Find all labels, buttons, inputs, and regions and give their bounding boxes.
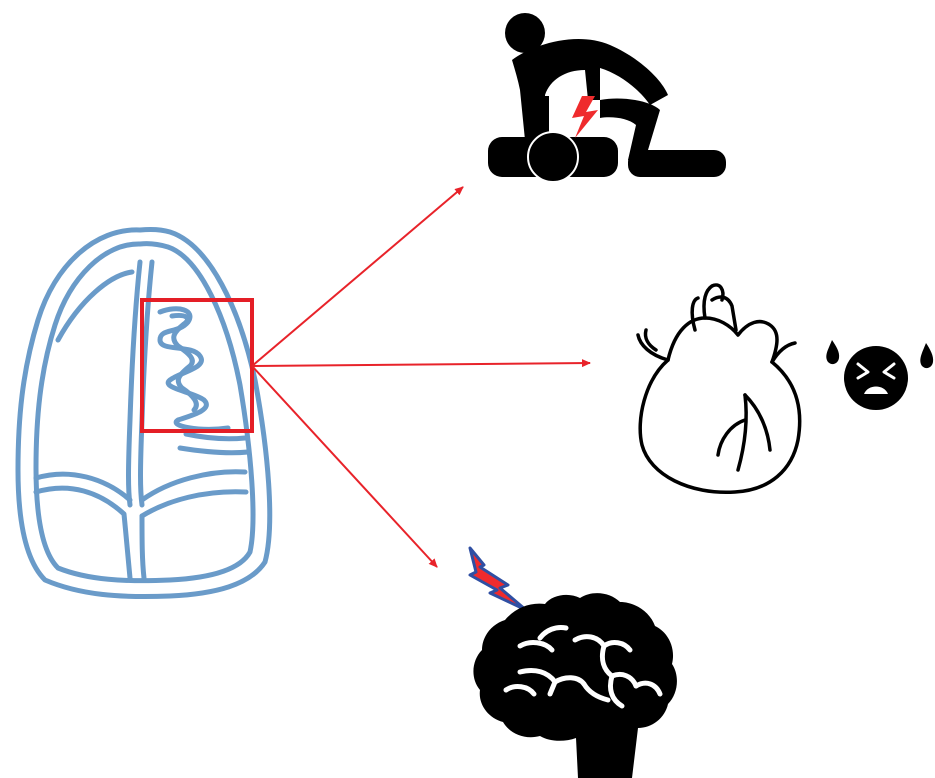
arrow-to-cpr	[252, 187, 463, 366]
sweat-drop-icon-right	[920, 343, 933, 368]
arrow-to-brain	[252, 366, 437, 567]
stroke-brain-icon	[473, 593, 677, 778]
lightning-bolt-icon	[470, 548, 526, 610]
sweat-drop-icon	[826, 340, 839, 364]
distressed-face-icon	[844, 346, 908, 410]
arrow-to-heart	[252, 363, 590, 366]
heart-failure-icon	[638, 285, 800, 492]
cpr-defibrillation-icon	[488, 13, 726, 182]
arrows	[252, 187, 590, 567]
